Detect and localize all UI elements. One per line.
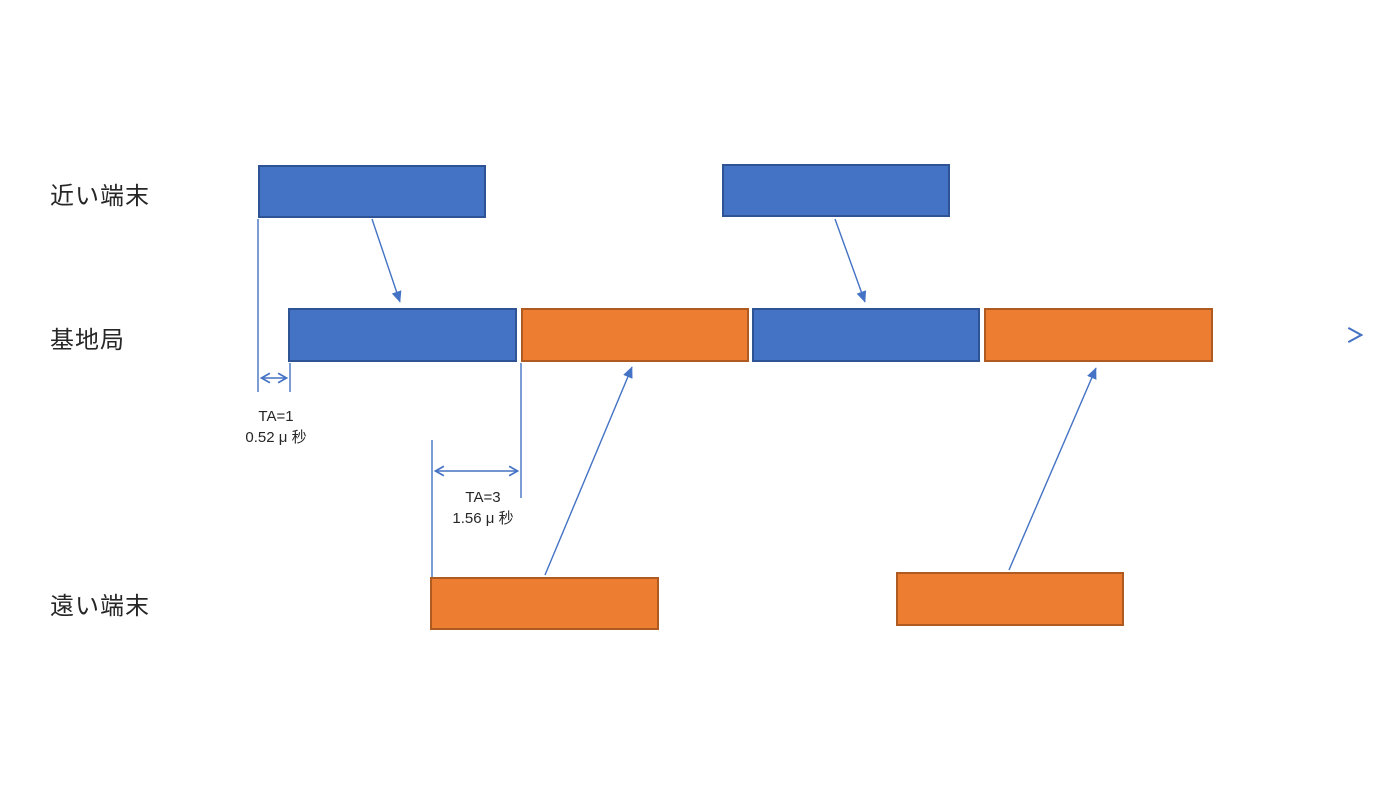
far-tx1-propagation-arrow — [544, 366, 633, 576]
ta1-annotation: TA=1 0.52 μ 秒 — [226, 406, 326, 448]
near-terminal-label: 近い端末 — [50, 183, 150, 210]
far-terminal-tx-block-1 — [430, 577, 659, 630]
near-terminal-tx-block-2 — [722, 164, 950, 217]
base-station-label: 基地局 — [50, 327, 125, 354]
near-tx1-propagation-arrow — [371, 218, 402, 303]
bs-slot-near-1 — [288, 308, 517, 362]
near-terminal-tx-block-1 — [258, 165, 486, 218]
ta3-annotation: TA=3 1.56 μ 秒 — [428, 487, 538, 529]
ta1-value: TA=1 — [258, 408, 294, 425]
far-tx2-propagation-arrow — [1008, 367, 1097, 571]
ta1-time: 0.52 μ 秒 — [245, 429, 307, 446]
ta3-time: 1.56 μ 秒 — [452, 510, 514, 527]
near-tx2-propagation-arrow — [834, 218, 867, 303]
far-terminal-label: 遠い端末 — [50, 593, 150, 620]
bs-slot-far-2 — [984, 308, 1213, 362]
far-terminal-tx-block-2 — [896, 572, 1124, 626]
ta3-value: TA=3 — [465, 489, 501, 506]
bs-slot-near-2 — [752, 308, 980, 362]
bs-slot-far-1 — [521, 308, 749, 362]
